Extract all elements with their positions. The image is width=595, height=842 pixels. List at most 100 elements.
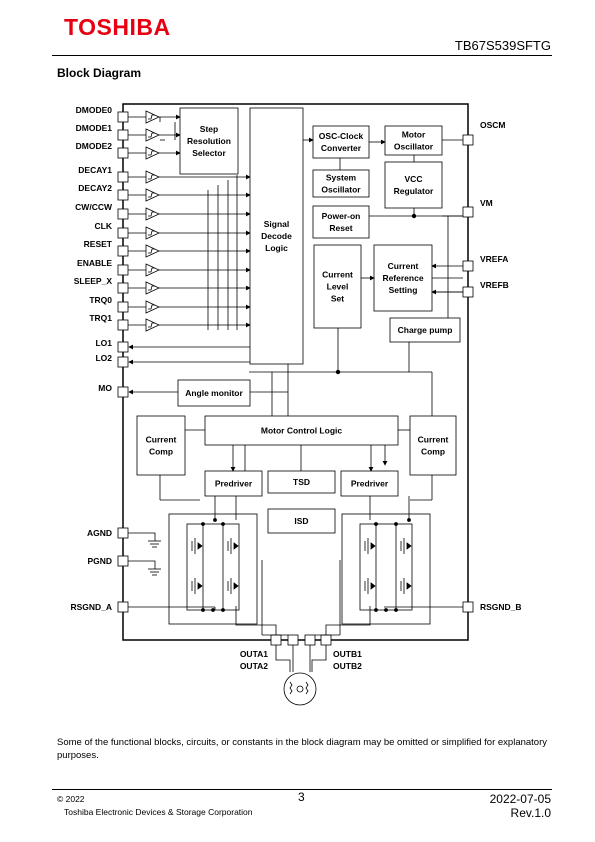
osc-clock-converter-label: Converter bbox=[321, 143, 362, 153]
section-title: Block Diagram bbox=[57, 66, 142, 80]
junction bbox=[374, 522, 378, 526]
header-rule bbox=[52, 55, 552, 56]
pin-label: DECAY2 bbox=[78, 183, 112, 193]
power-on-reset bbox=[312, 205, 370, 239]
schmitt-symbol bbox=[148, 304, 155, 310]
pin-oscm bbox=[462, 134, 474, 146]
pin-label: VREFB bbox=[480, 280, 509, 290]
pin-label: SLEEP_X bbox=[74, 276, 113, 286]
junction bbox=[384, 608, 388, 612]
mosfet bbox=[370, 542, 376, 550]
charge-pump bbox=[389, 317, 461, 343]
block-diagram: DMODE0DMODE1DMODE2DECAY1DECAY2CW/CCWCLKR… bbox=[70, 103, 522, 706]
predriver-left-label: Predriver bbox=[215, 479, 253, 489]
current-reference-setting bbox=[373, 244, 433, 312]
h-bridge-b bbox=[341, 513, 431, 625]
mosfet bbox=[197, 542, 203, 550]
isd bbox=[267, 508, 336, 534]
power-on-reset-label: Reset bbox=[329, 223, 352, 233]
pin-label: CLK bbox=[95, 221, 113, 231]
pin-lo1 bbox=[117, 341, 129, 353]
mosfet bbox=[233, 542, 239, 550]
mosfet bbox=[197, 582, 203, 590]
motor-oscillator bbox=[384, 125, 443, 156]
current-comp-right-label: Comp bbox=[421, 447, 445, 457]
pin-mo bbox=[117, 386, 129, 398]
junction bbox=[221, 522, 225, 526]
isd-label: ISD bbox=[294, 516, 308, 526]
input-buffer bbox=[145, 146, 160, 160]
junction bbox=[411, 213, 417, 219]
pin-label: OUTA2 bbox=[240, 661, 268, 671]
schmitt-symbol bbox=[148, 192, 155, 198]
junction bbox=[201, 608, 205, 612]
schmitt-symbol bbox=[148, 267, 155, 273]
angle-monitor bbox=[177, 379, 251, 407]
pin-out-1 bbox=[270, 634, 282, 646]
pin-out-3 bbox=[304, 634, 316, 646]
pin-dmode0 bbox=[117, 111, 129, 123]
pin-out-2 bbox=[287, 634, 299, 646]
power-on-reset-label: Power-on bbox=[322, 211, 361, 221]
motor-coil bbox=[305, 681, 309, 695]
junction bbox=[221, 608, 225, 612]
pin-dmode1 bbox=[117, 129, 129, 141]
current-reference-setting-label: Reference bbox=[382, 273, 423, 283]
signal-decode-logic-label: Logic bbox=[265, 243, 288, 253]
input-buffer bbox=[145, 300, 160, 314]
tsd-label: TSD bbox=[293, 477, 310, 487]
pin-rsgnd-b bbox=[462, 601, 474, 613]
step-resolution-selector-label: Selector bbox=[192, 148, 226, 158]
pin-label: CW/CCW bbox=[75, 202, 113, 212]
pin-label: RESET bbox=[84, 239, 113, 249]
predriver-left bbox=[204, 470, 263, 497]
motor-shaft bbox=[296, 685, 304, 693]
pin-label: DECAY1 bbox=[78, 165, 112, 175]
input-buffer bbox=[145, 226, 160, 240]
pin-agnd bbox=[117, 527, 129, 539]
footer-rule bbox=[52, 789, 552, 790]
pin-label: DMODE1 bbox=[76, 123, 113, 133]
tsd bbox=[267, 470, 336, 494]
pin-label: VM bbox=[480, 198, 493, 208]
pin-clk bbox=[117, 227, 129, 239]
pin-reset bbox=[117, 245, 129, 257]
pin-trq1 bbox=[117, 319, 129, 331]
pin-label: PGND bbox=[87, 556, 112, 566]
osc-clock-converter-label: OSC-Clock bbox=[319, 131, 364, 141]
schmitt-symbol bbox=[148, 114, 155, 120]
pin-label: LO2 bbox=[95, 353, 112, 363]
pin-decay2 bbox=[117, 189, 129, 201]
motor-oscillator-label: Motor bbox=[402, 130, 426, 140]
mosfet bbox=[406, 582, 412, 590]
motor-control-logic bbox=[204, 415, 399, 446]
junction bbox=[374, 608, 378, 612]
step-resolution-selector-label: Step bbox=[200, 124, 218, 134]
angle-monitor-label: Angle monitor bbox=[185, 388, 243, 398]
system-oscillator bbox=[312, 169, 370, 198]
input-buffer bbox=[145, 207, 160, 221]
junction bbox=[394, 608, 398, 612]
input-buffer bbox=[145, 188, 160, 202]
pin-label: DMODE0 bbox=[76, 105, 113, 115]
pin-label: OUTB1 bbox=[333, 649, 362, 659]
pin-label: OSCM bbox=[480, 120, 506, 130]
current-comp-right bbox=[409, 415, 457, 476]
pin-cw-ccw bbox=[117, 208, 129, 220]
pin-label: RSGND_B bbox=[480, 602, 522, 612]
pin-vrefb bbox=[462, 286, 474, 298]
input-buffer bbox=[145, 318, 160, 332]
pin-label: OUTA1 bbox=[240, 649, 268, 659]
junction bbox=[394, 522, 398, 526]
page-number: 3 bbox=[298, 790, 305, 804]
pin-label: RSGND_A bbox=[70, 602, 112, 612]
pin-label: ENABLE bbox=[77, 258, 112, 268]
signal-decode-logic bbox=[249, 107, 304, 365]
current-level-set bbox=[313, 244, 362, 329]
pin-label: TRQ1 bbox=[89, 313, 112, 323]
pin-dmode2 bbox=[117, 147, 129, 159]
signal-decode-logic-label: Signal bbox=[264, 219, 290, 229]
revision: Rev.1.0 bbox=[510, 806, 551, 820]
pin-vm bbox=[462, 206, 474, 218]
schmitt-symbol bbox=[148, 322, 155, 328]
